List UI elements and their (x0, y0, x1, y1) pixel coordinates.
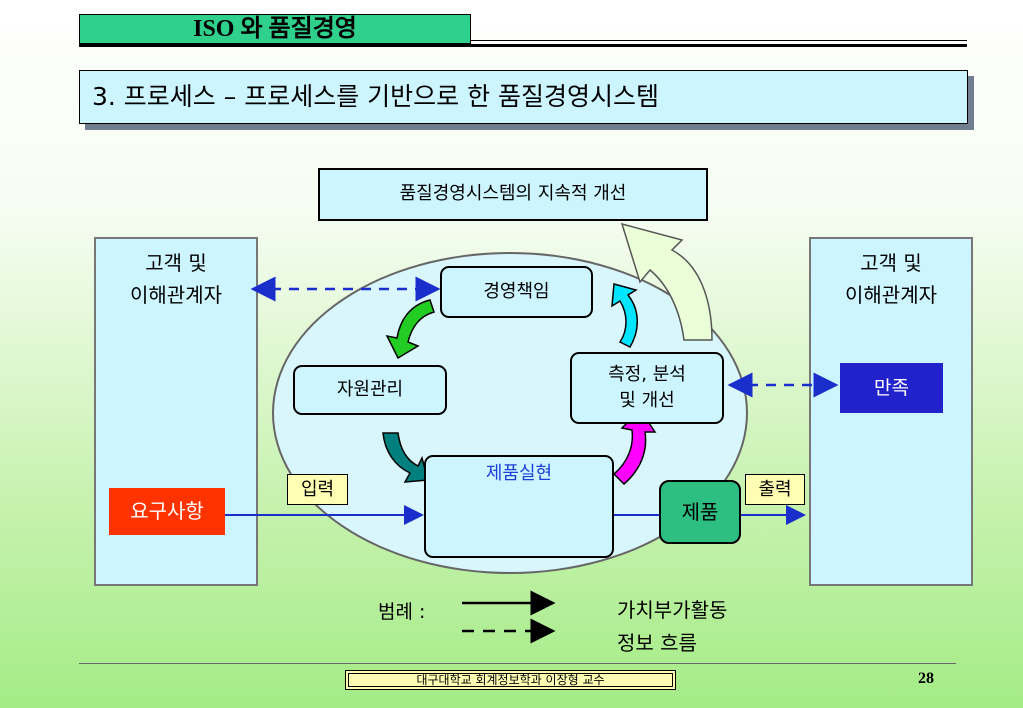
legend-value-added: 가치부가활동 (617, 598, 728, 622)
slide-subtitle: 3. 프로세스 – 프로세스를 기반으로 한 품질경영시스템 (79, 70, 968, 124)
footer-divider (79, 663, 956, 664)
header-title: ISO 와 품질경영 (79, 14, 471, 44)
measurement-line1: 측정, 분석 (608, 364, 686, 385)
legend-label: 범례 : (378, 601, 426, 623)
page-number: 28 (918, 670, 934, 687)
header-divider (79, 44, 967, 47)
cyan-cycle-arrow (611, 283, 638, 348)
input-label: 입력 (287, 474, 348, 505)
satisfaction-box: 만족 (840, 363, 943, 413)
footer-credit: 대구대학교 회계정보학과 이장형 교수 (345, 670, 676, 690)
green-cycle-arrow (385, 299, 435, 360)
customer-right-line1: 고객 및 (860, 251, 922, 275)
header-divider-thin (471, 40, 967, 41)
customer-left-line2: 이해관계자 (130, 283, 222, 307)
continual-improvement-arrow (620, 222, 713, 341)
output-label: 출력 (745, 474, 805, 505)
customer-left-line1: 고객 및 (145, 251, 207, 275)
measurement-line2: 및 개선 (619, 390, 675, 411)
requirements-box: 요구사항 (109, 488, 225, 535)
teal-cycle-arrow (382, 432, 429, 483)
measurement-analysis-node: 측정, 분석 및 개선 (570, 352, 724, 424)
management-responsibility-node: 경영책임 (440, 266, 593, 318)
product-box: 제품 (659, 480, 741, 544)
legend-info-flow: 정보 흐름 (617, 631, 697, 655)
resource-management-node: 자원관리 (293, 365, 447, 415)
customer-box-right: 고객 및 이해관계자 (809, 237, 973, 586)
customer-right-line2: 이해관계자 (845, 283, 937, 307)
product-realization-node: 제품실현 (424, 455, 614, 558)
continual-improvement-box: 품질경영시스템의 지속적 개선 (318, 168, 708, 221)
